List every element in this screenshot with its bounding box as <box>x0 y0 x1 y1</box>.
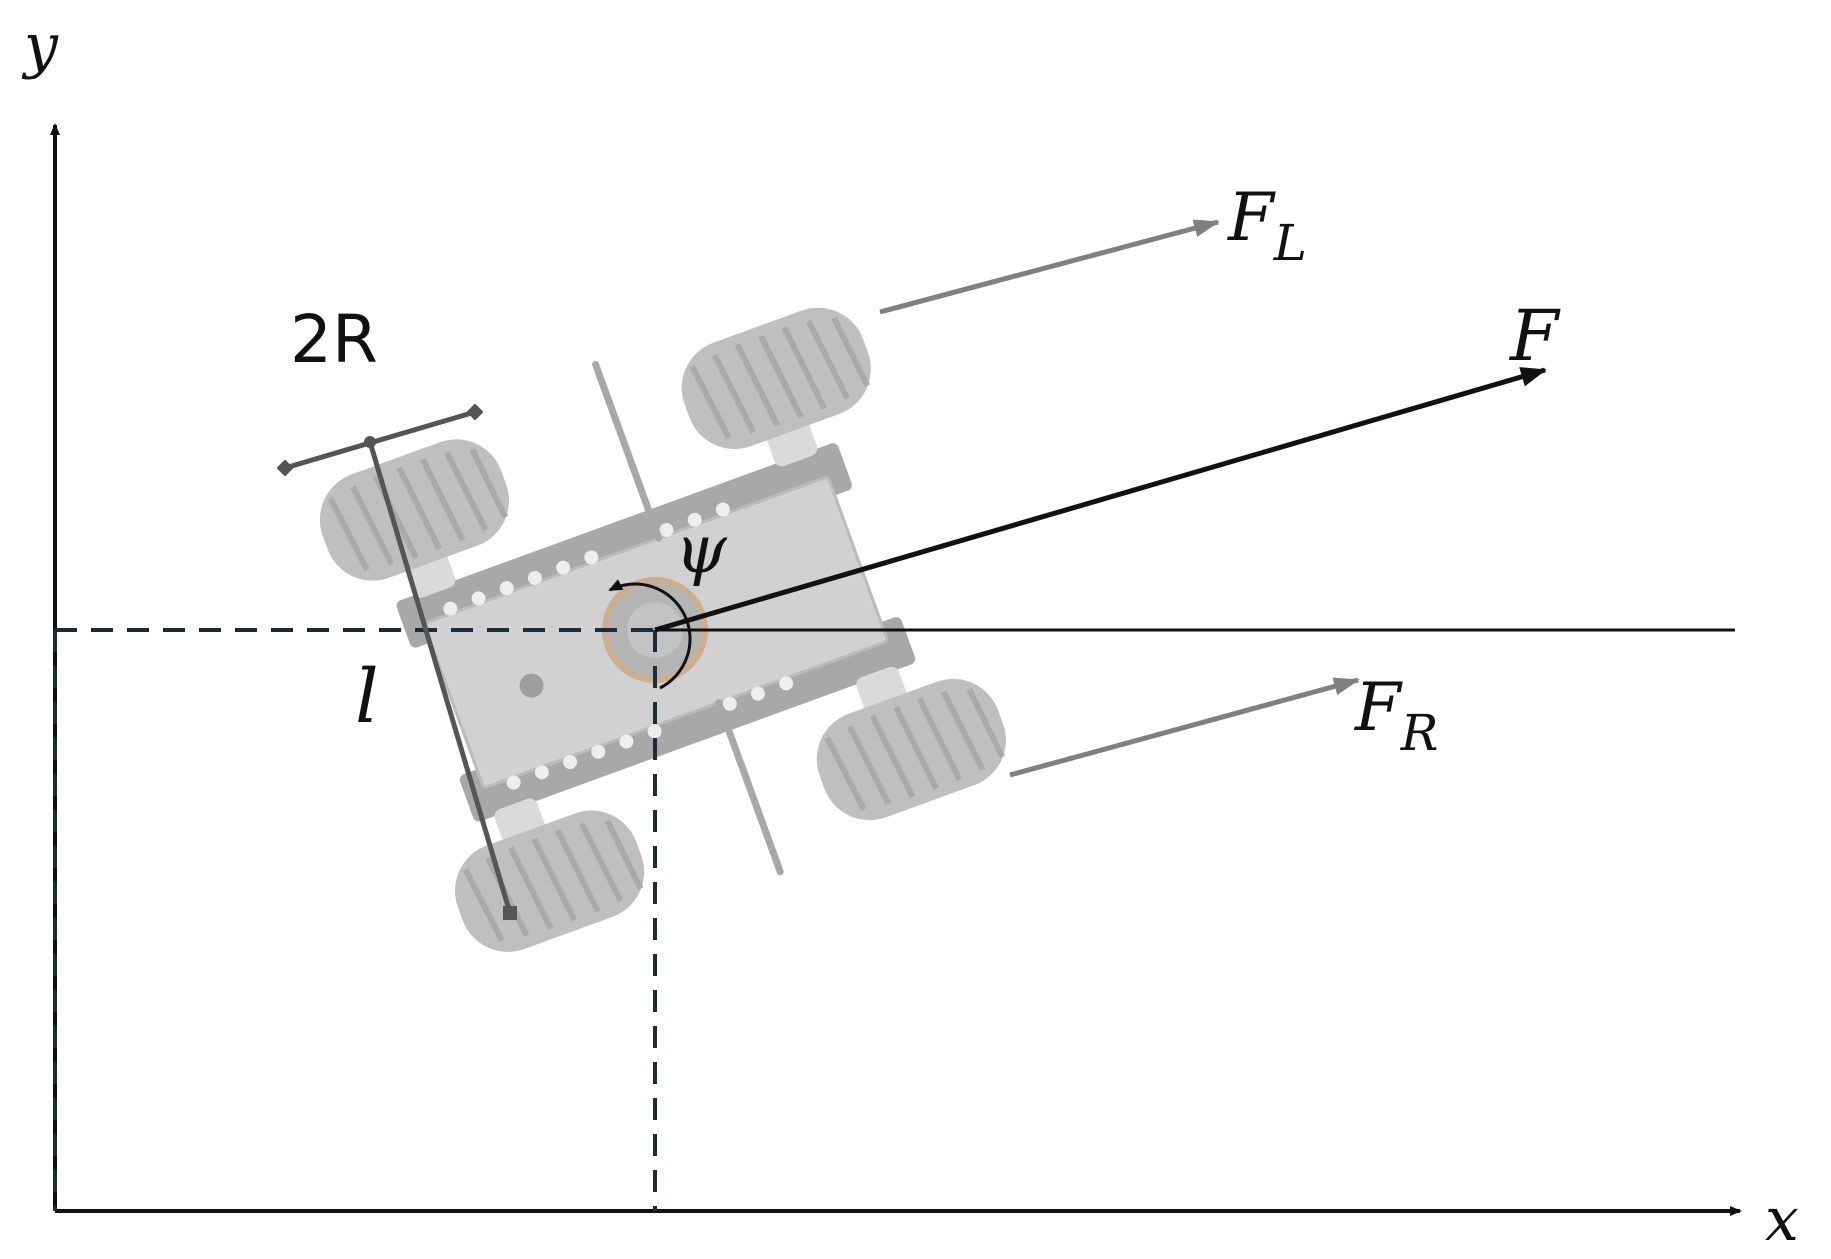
force-FL-arrow <box>879 219 1220 315</box>
heading-angle-label: ψ <box>675 511 728 588</box>
x-axis-label: x <box>1765 1185 1799 1255</box>
force-F-label: F <box>1508 295 1561 377</box>
heading-angle-arc <box>608 579 692 690</box>
wheel-front-left <box>681 307 871 450</box>
force-FR-symbol: F <box>1354 669 1403 746</box>
axle-length-label: l <box>355 654 379 740</box>
wheel-rear-right <box>455 810 645 952</box>
wheel-rear-left <box>319 439 510 581</box>
force-FL-symbol: F <box>1227 179 1276 256</box>
axle-length-marker <box>367 441 513 914</box>
force-FR-arrow <box>1009 677 1360 778</box>
force-FL-label: FL <box>1227 179 1307 272</box>
robot-bolt <box>519 673 544 698</box>
force-FL-subscript: L <box>1273 214 1307 272</box>
force-FR-subscript: R <box>1400 704 1439 762</box>
robot-antenna-top <box>592 360 663 542</box>
robot-rail-holes <box>443 502 794 790</box>
y-axis-label: y <box>21 11 59 81</box>
wheel-diameter-marker <box>284 409 476 471</box>
robot-antenna-bottom <box>715 699 784 876</box>
wheel-diameter-label: 2R <box>290 301 378 378</box>
force-FR-label: FR <box>1354 669 1438 762</box>
force-F-arrow <box>654 367 1547 633</box>
wheel-front-right <box>816 678 1006 821</box>
